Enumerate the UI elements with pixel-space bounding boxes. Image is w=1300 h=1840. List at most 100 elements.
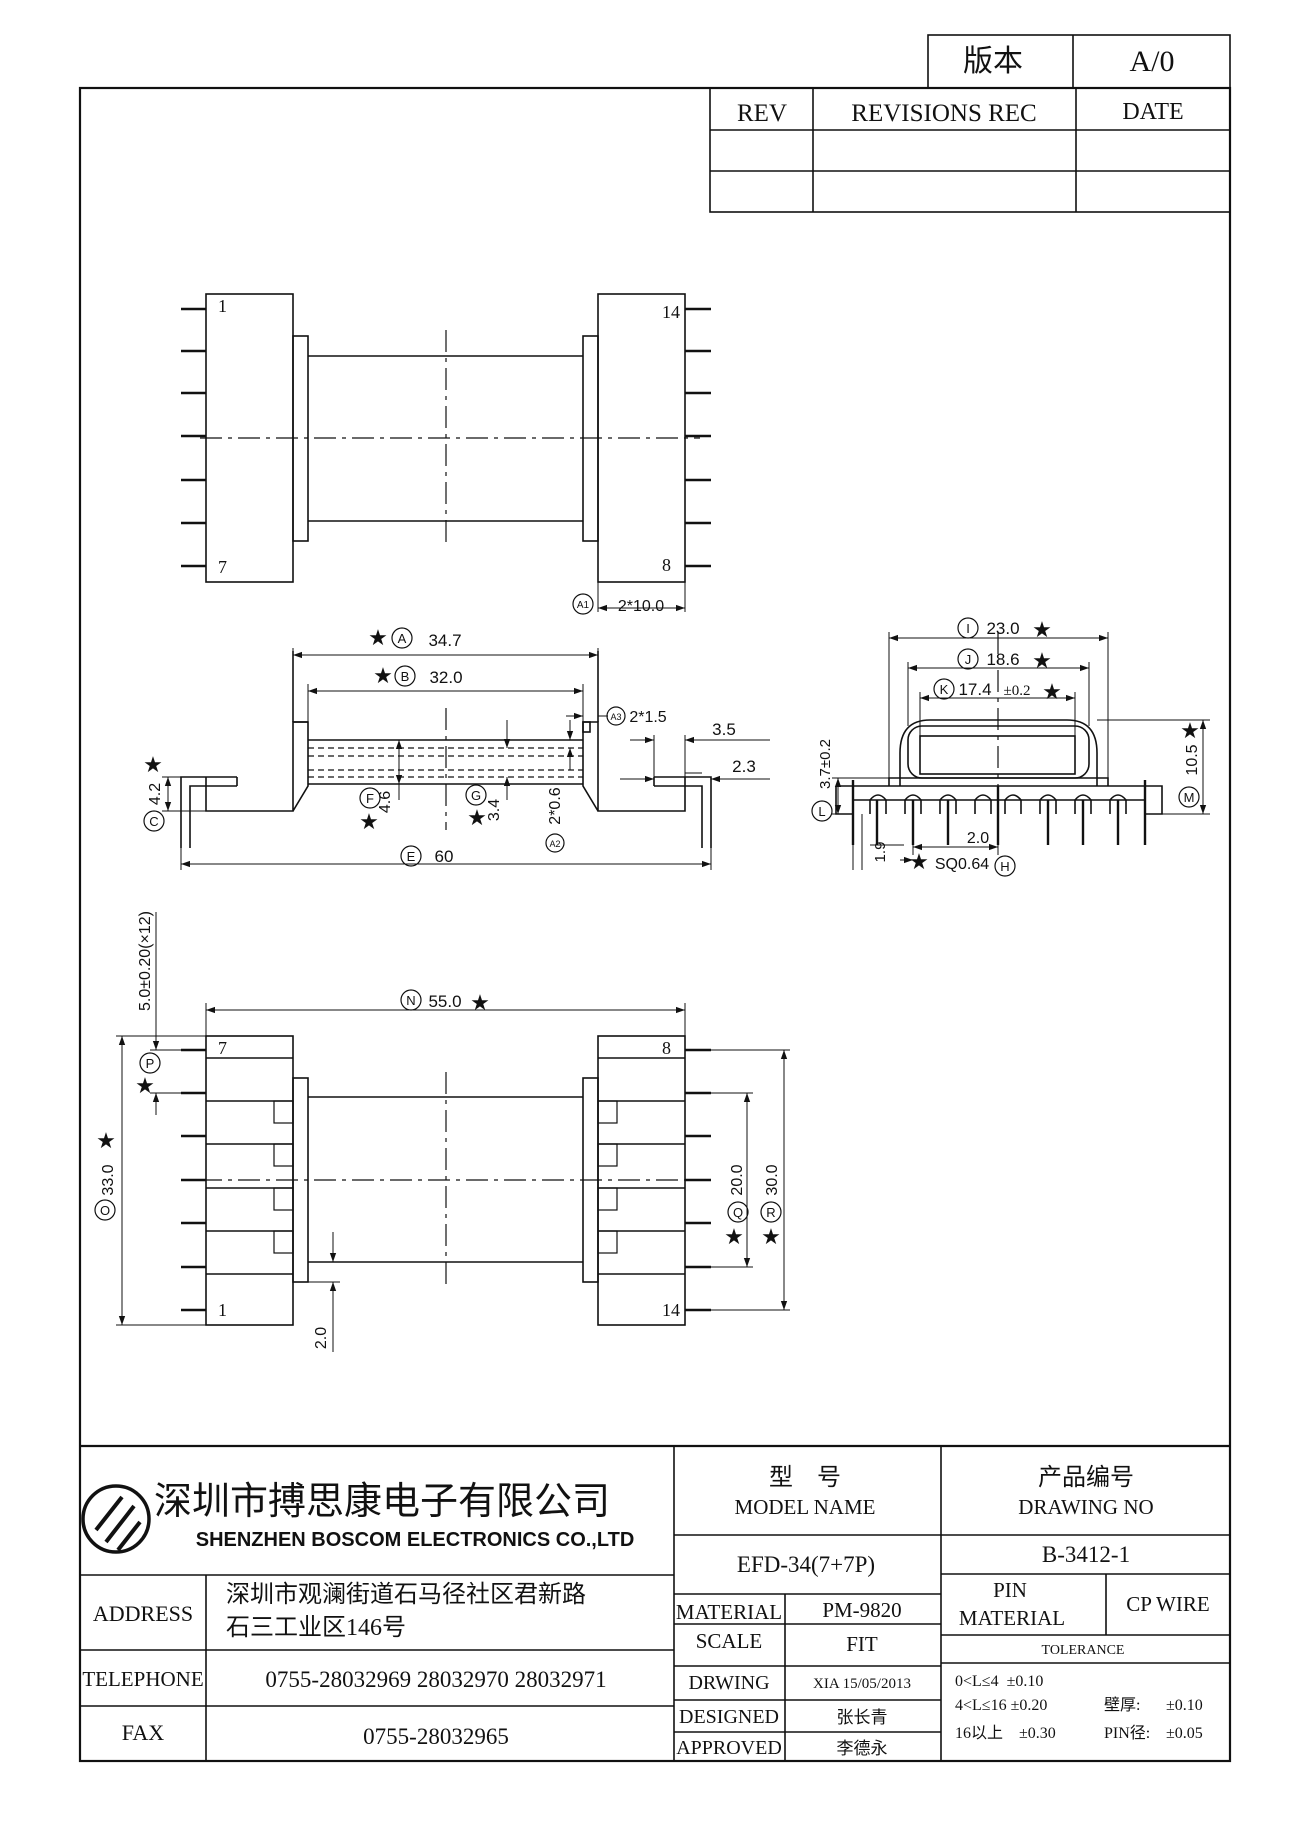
dim-e: E 60 [180,845,712,870]
pin-material-value: CP WIRE [1126,1592,1209,1616]
svg-text:B: B [401,669,410,684]
address-line-1: 深圳市观澜街道石马径社区君新路 [226,1581,586,1608]
svg-text:17.4: 17.4 [958,680,991,699]
title-block: 深圳市搏思康电子有限公司 SHENZHEN BOSCOM ELECTRONICS… [80,1444,1230,1761]
svg-text:★: ★ [1042,679,1062,704]
svg-text:34.7: 34.7 [428,631,461,650]
svg-text:23.0: 23.0 [986,619,1019,638]
svg-text:3.5: 3.5 [712,720,736,739]
pin-number-7: 7 [218,557,227,577]
svg-text:4.6: 4.6 [377,791,394,813]
dim-n: N 55.0 ★ [205,989,686,1036]
pin-number-14: 14 [662,302,680,322]
dim-h: ★ SQ0.64 H [900,849,1016,877]
wall-thickness-value: ±0.10 [1166,1697,1203,1714]
drwing-label: DRWING [688,1672,769,1694]
dim-a3: A3 2*1.5 [566,706,667,726]
top-left-pins [181,307,206,568]
pin-number-1b: 1 [218,1300,227,1320]
designed-label: DESIGNED [679,1706,779,1728]
material-value: PM-9820 [822,1598,901,1622]
dim-l: 3.7±0.2 L [811,739,889,822]
front-view: ★ A 34.7 ★ B 32.0 A3 2*1.5 [143,625,770,870]
dim-3-5: 3.5 [630,720,770,777]
sheet-border [78,86,1232,1763]
svg-text:★: ★ [909,849,929,874]
svg-text:★: ★ [724,1224,744,1249]
pin-number-7b: 7 [218,1038,227,1058]
svg-text:★: ★ [143,752,163,777]
svg-text:4.2: 4.2 [147,783,164,805]
tolerance-row-1: 0<L≤4 ±0.10 [955,1673,1043,1690]
drwing-value: XIA 15/05/2013 [813,1676,911,1692]
drawing-label-cn: 产品编号 [1038,1464,1134,1491]
dim-j: J 18.6 ★ [907,648,1090,726]
dim-k: K 17.4 ±0.2 ★ [919,678,1076,736]
svg-text:R: R [766,1205,775,1220]
svg-text:SQ0.64: SQ0.64 [935,856,989,873]
material-label: MATERIAL [676,1600,782,1624]
svg-text:2*0.6: 2*0.6 [547,787,564,824]
dim-a: ★ A 34.7 [292,625,599,722]
svg-text:★: ★ [373,663,393,688]
svg-text:★: ★ [1032,617,1052,642]
svg-text:2.0: 2.0 [967,830,989,847]
svg-text:O: O [100,1203,110,1218]
svg-text:★: ★ [761,1224,781,1249]
fax-label: FAX [122,1720,164,1745]
drawing-number: B-3412-1 [1042,1542,1130,1567]
dim-2-0-small: 2.0 [912,830,999,855]
tolerance-row-2: 4<L≤16 ±0.20 [955,1697,1047,1714]
svg-text:60: 60 [435,847,454,866]
dim-p: 5.0±0.20(×12) P ★ [135,911,181,1115]
svg-text:E: E [407,849,416,864]
model-label-cn: 型 号 [769,1464,841,1491]
bottom-right-pins [685,1048,711,1312]
end-view: I 23.0 ★ J 18.6 ★ K 17.4 ±0.2 ★ [811,617,1210,877]
svg-text:1.9: 1.9 [872,842,889,863]
dim-a1: A1 2*10.0 [572,582,686,615]
top-view: 1 14 7 8 A1 2*10.0 [181,293,711,615]
scale-label: SCALE [696,1629,763,1653]
svg-text:2.3: 2.3 [732,757,756,776]
dim-1-9: 1.9 [852,814,904,870]
svg-text:L: L [818,804,825,819]
svg-text:3.4: 3.4 [486,799,503,821]
svg-text:★: ★ [467,805,487,830]
svg-text:A2: A2 [549,839,560,849]
dim-f: 4.6 F ★ [359,740,403,834]
dim-q: 20.0 Q ★ [711,1092,753,1268]
svg-text:F: F [366,791,374,806]
dim-g: 3.4 G ★ [465,720,511,830]
pin-material-label-1: PIN [993,1578,1027,1602]
svg-text:±0.2: ±0.2 [1004,683,1031,699]
designed-value: 张长青 [837,1708,888,1727]
version-value: A/0 [1130,45,1175,78]
pin-diameter-value: ±0.05 [1166,1725,1203,1742]
svg-text:I: I [966,621,970,636]
svg-text:32.0: 32.0 [429,668,462,687]
svg-text:P: P [146,1056,155,1071]
svg-text:K: K [940,682,949,697]
svg-text:★: ★ [96,1128,116,1153]
svg-text:C: C [149,814,158,829]
svg-text:★: ★ [135,1073,155,1098]
svg-text:20.0: 20.0 [729,1164,746,1195]
svg-text:A3: A3 [610,712,621,722]
revisions-header: REVISIONS REC [851,100,1036,127]
svg-text:J: J [965,652,972,667]
svg-text:M: M [1184,790,1195,805]
svg-text:5.0±0.20(×12): 5.0±0.20(×12) [137,911,154,1011]
dim-2-0-bottom: 2.0 [293,1232,340,1352]
svg-text:55.0: 55.0 [428,992,461,1011]
telephone-label: TELEPHONE [82,1667,203,1691]
dim-2-3: 2.3 [620,757,770,783]
telephone-value: 0755-28032969 28032970 28032971 [265,1667,606,1692]
approved-label: APPROVED [676,1737,782,1759]
company-name-en: SHENZHEN BOSCOM ELECTRONICS CO.,LTD [196,1529,635,1551]
wall-thickness-label: 壁厚: [1104,1695,1140,1714]
svg-text:A: A [398,631,407,646]
svg-text:2*10.0: 2*10.0 [618,598,664,615]
pin-number-1: 1 [218,296,227,316]
svg-text:★: ★ [368,625,388,650]
